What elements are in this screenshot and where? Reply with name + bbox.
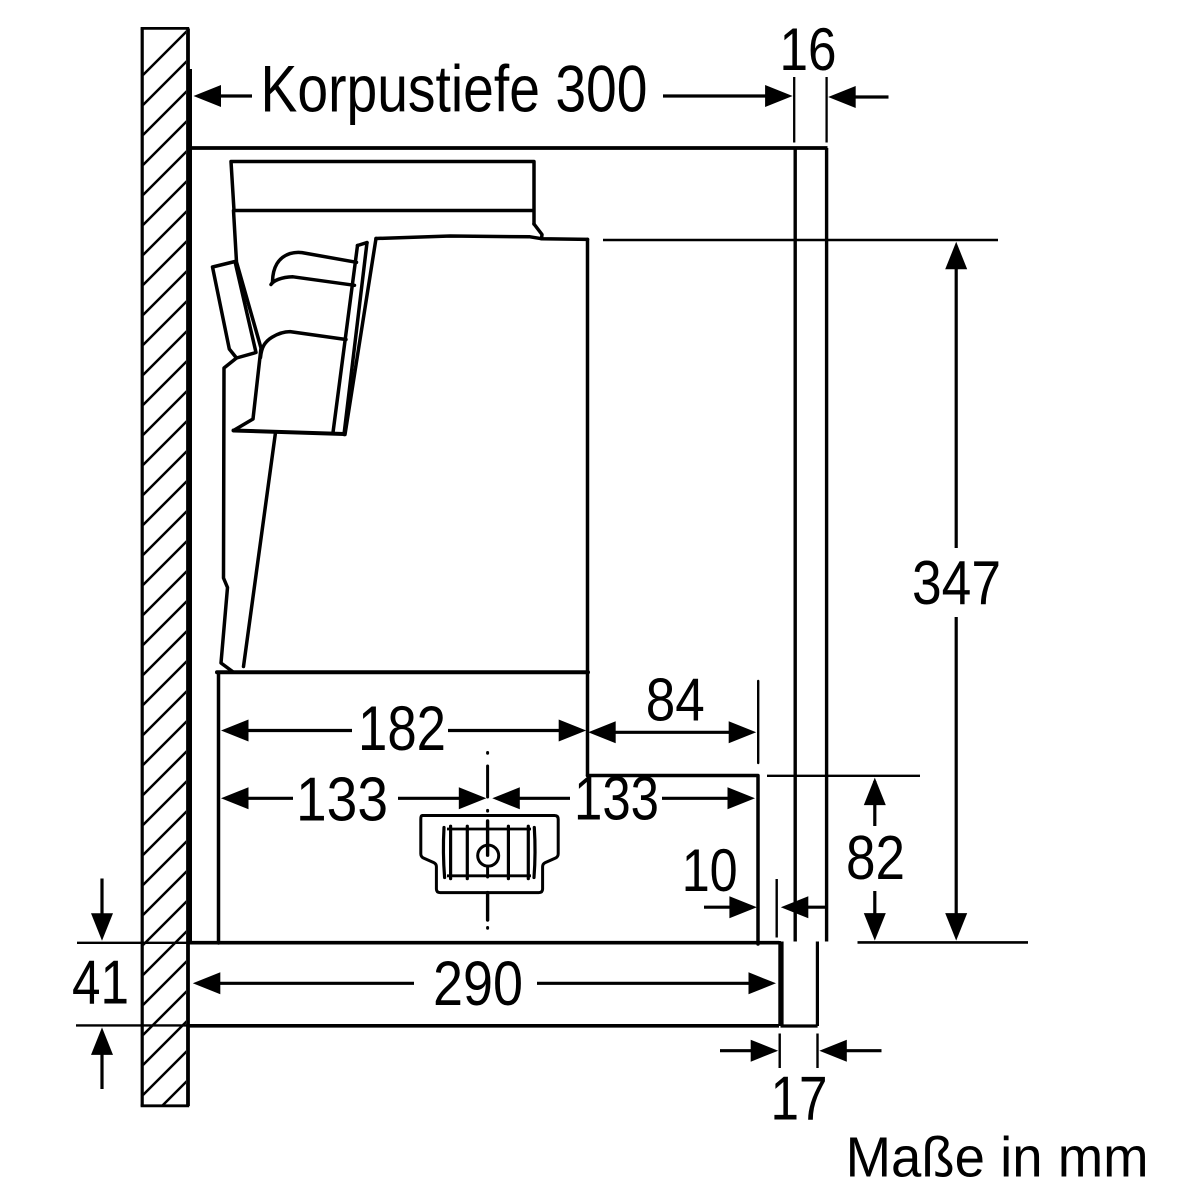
svg-text:133: 133 <box>574 765 659 834</box>
svg-text:290: 290 <box>433 949 523 1019</box>
svg-text:133: 133 <box>296 766 388 835</box>
svg-text:41: 41 <box>72 949 129 1018</box>
svg-text:82: 82 <box>846 824 905 893</box>
svg-text:Korpustiefe 300: Korpustiefe 300 <box>261 52 648 126</box>
svg-text:84: 84 <box>646 667 705 734</box>
svg-text:347: 347 <box>912 548 1001 618</box>
svg-text:17: 17 <box>771 1065 828 1134</box>
svg-text:Maße in mm: Maße in mm <box>846 1126 1149 1190</box>
svg-text:182: 182 <box>358 694 446 764</box>
svg-text:10: 10 <box>682 837 738 904</box>
svg-text:16: 16 <box>780 15 837 83</box>
